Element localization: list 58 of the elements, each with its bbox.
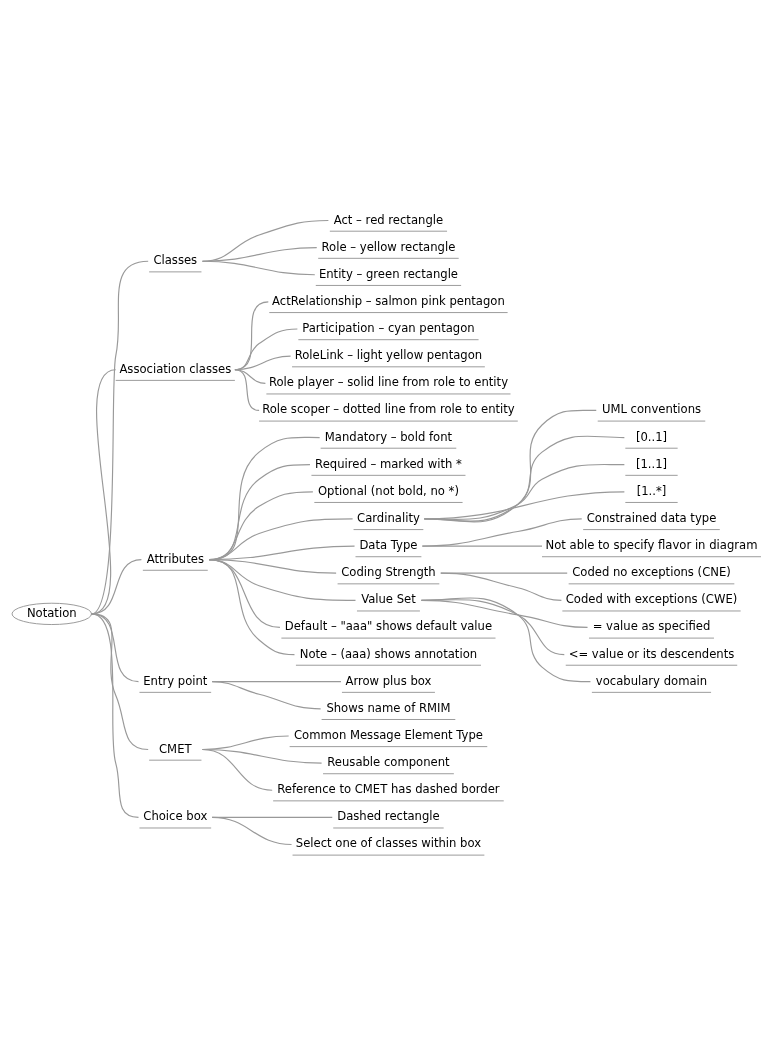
node-text: Mandatory – bold font (324, 429, 453, 444)
connector (211, 680, 322, 709)
node-text: Arrow plus box (345, 673, 432, 688)
node-text: <= value or its descendents (568, 646, 735, 661)
node-text: Choice box (143, 808, 208, 823)
connector (423, 435, 625, 522)
node-text: RoleLink – light yellow pentagon (294, 347, 483, 362)
node-ellipse: Notation (11, 602, 92, 625)
connector (201, 219, 329, 262)
connector (440, 572, 562, 601)
node-text: Required – marked with * (315, 456, 462, 471)
node-text: Default – "aaa" shows default value (284, 618, 493, 633)
node-text: Entry point (143, 673, 208, 688)
node-text: Select one of classes within box (295, 835, 482, 850)
node-text: Not able to specify flavor in diagram (545, 537, 758, 552)
node-text: [1..*] (636, 483, 667, 498)
node-text: Participation – cyan pentagon (302, 320, 475, 335)
connector (208, 558, 296, 655)
node-text: Dashed rectangle (337, 808, 440, 823)
connector (423, 463, 625, 520)
node-text: Reference to CMET has dashed border (277, 781, 500, 796)
node-text: Classes (153, 252, 198, 267)
connector (234, 368, 260, 411)
connector (421, 544, 543, 547)
node-text: ActRelationship – salmon pink pentagon (272, 293, 505, 308)
node-text: Coding Strength (341, 564, 436, 579)
connector (420, 596, 592, 682)
node-text: Note – (aaa) shows annotation (299, 646, 478, 661)
connector (201, 246, 318, 262)
node-text: = value as specified (592, 618, 711, 633)
node-text: Data Type (359, 537, 418, 552)
node-text: UML conventions (601, 401, 702, 416)
node-text: [0..1] (635, 429, 668, 444)
node-text: Association classes (119, 361, 232, 376)
node-text: Shows name of RMIM (326, 700, 451, 715)
node-text: [1..1] (635, 456, 668, 471)
connector (201, 260, 316, 275)
node-text: Reusable component (327, 754, 450, 769)
node-text: Coded no exceptions (CNE) (572, 564, 731, 579)
node-text: Common Message Element Type (293, 727, 483, 742)
node-text: Role – yellow rectangle (321, 239, 456, 254)
connector (423, 490, 625, 520)
node-text: Value Set (361, 591, 416, 606)
node-text: Role scoper – dotted line from role to entity (262, 401, 515, 416)
connector (201, 748, 273, 791)
node-text: Attributes (146, 551, 204, 566)
node-text: Role player – solid line from role to entity (268, 374, 509, 389)
node-text: vocabulary domain (595, 673, 708, 688)
node-text: CMET (159, 741, 192, 756)
node-text: Optional (not bold, no *) (317, 483, 459, 498)
node-text: Entity – green rectangle (318, 266, 458, 281)
node-text: Coded with exceptions (CWE) (565, 591, 738, 606)
node-text: Act – red rectangle (333, 212, 444, 227)
connector (211, 816, 293, 845)
node-text: Cardinality (357, 510, 420, 525)
connector (90, 612, 140, 818)
node-text: Constrained data type (586, 510, 717, 525)
connector (421, 517, 583, 547)
